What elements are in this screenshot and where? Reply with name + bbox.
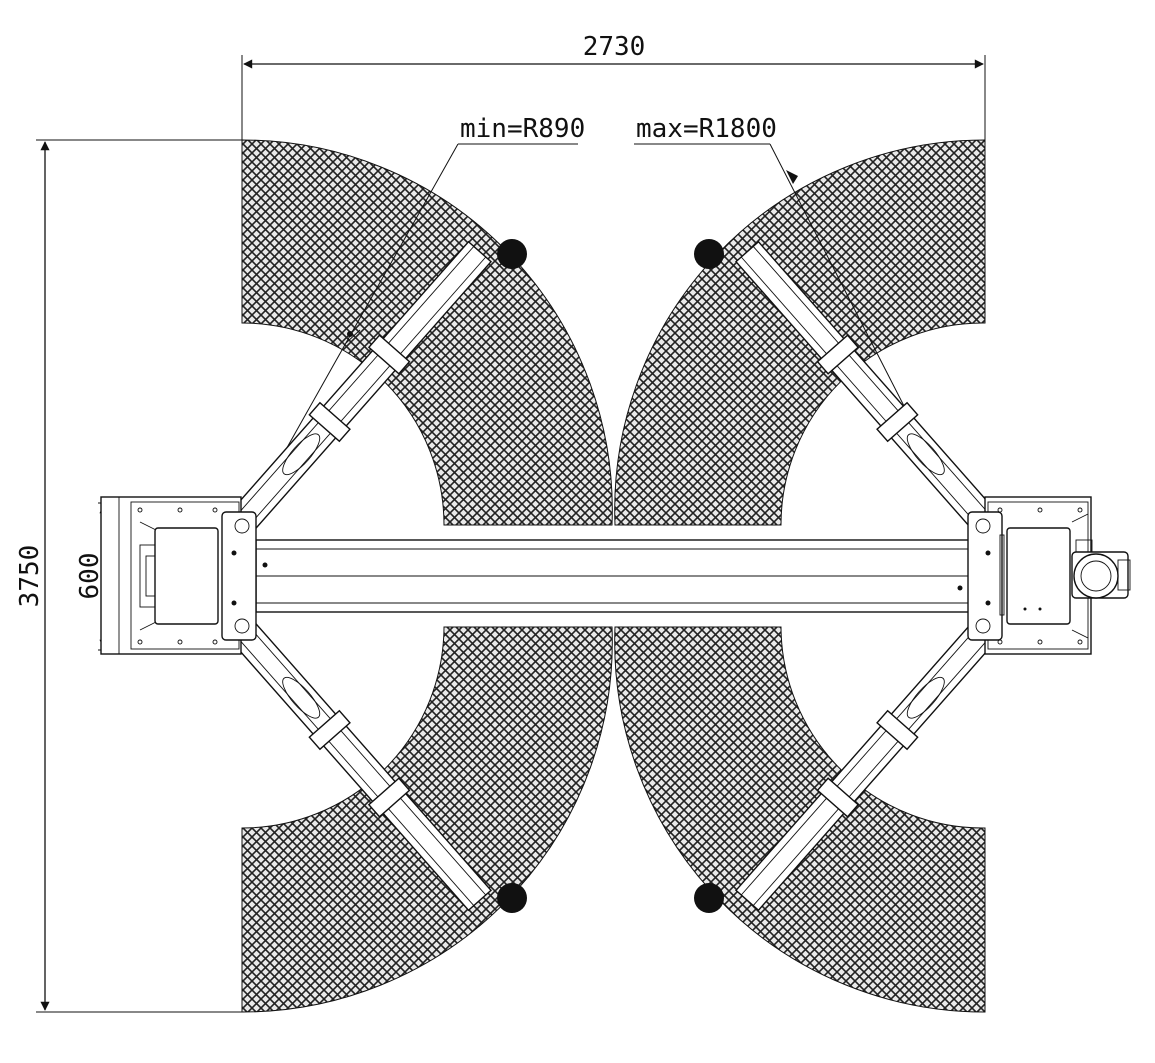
left-column-post (100, 496, 257, 655)
lift-pad-top-right (694, 239, 724, 269)
dimension-column-depth-label: 600 (75, 553, 105, 600)
lift-arm-top-right (734, 240, 995, 529)
radius-label-max: max=R1800 (634, 114, 949, 493)
radius-min-text: min=R890 (460, 114, 585, 144)
right-column-post (967, 496, 1092, 655)
floor-plate (255, 539, 973, 613)
dimension-width: 2730 (241, 32, 986, 140)
power-unit-motor (1071, 539, 1131, 599)
lift-pad-bottom-left (497, 883, 527, 913)
radius-label-min: min=R890 (261, 114, 585, 493)
radius-max-text: max=R1800 (636, 114, 777, 144)
dimension-width-label: 2730 (583, 32, 646, 62)
dimension-length: 3750 (15, 139, 244, 1013)
lift-pad-top-left (497, 239, 527, 269)
lift-arms (232, 239, 995, 913)
dimension-length-label: 3750 (15, 545, 45, 608)
lift-pad-bottom-right (694, 883, 724, 913)
